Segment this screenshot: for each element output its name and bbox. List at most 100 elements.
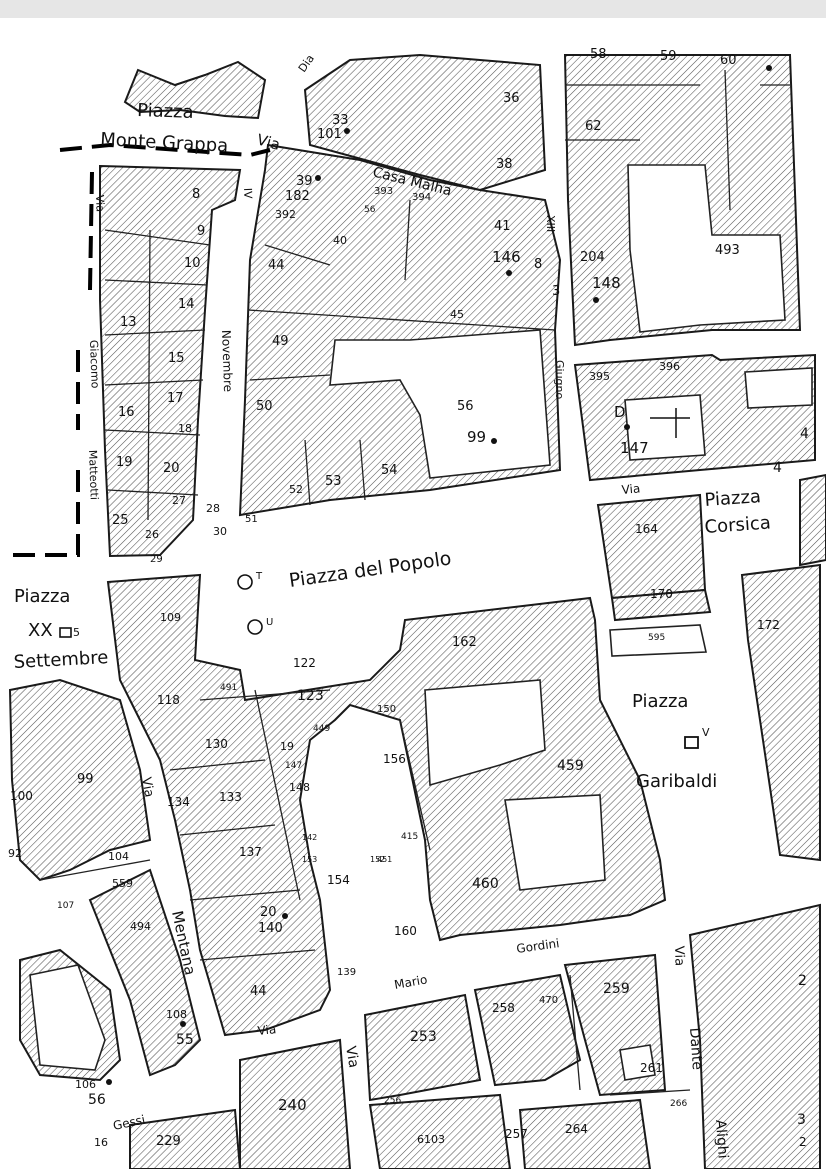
- parcel-label: 92: [8, 847, 22, 860]
- markers: [59, 65, 772, 1085]
- block-monte-grappa: [123, 60, 267, 120]
- parcel-label: 52: [289, 483, 303, 496]
- label-via-left: Via: [93, 195, 107, 213]
- label-xx: XX: [28, 620, 53, 641]
- block-253: [363, 993, 482, 1102]
- parcel-label: 259: [603, 981, 630, 997]
- parcel-label: 156: [383, 752, 406, 766]
- parcel-label: 16: [118, 405, 135, 420]
- parcel-label: 41: [494, 219, 511, 234]
- block-north: [303, 53, 547, 192]
- parcel-label: 122: [293, 656, 316, 670]
- parcel-label: 160: [394, 924, 417, 938]
- label-via-top: Via: [255, 130, 282, 153]
- parcel-label: 50: [256, 399, 273, 414]
- parcel-label: 204: [580, 250, 605, 265]
- parcel-label: 494: [130, 920, 151, 933]
- parcel-label: 415: [401, 832, 418, 842]
- block-164: [596, 493, 707, 600]
- parcel-lines: [39, 69, 790, 1096]
- parcel-label: 14: [178, 297, 195, 312]
- block-170: [610, 588, 712, 622]
- parcel-label: 150: [377, 704, 396, 715]
- parcel-label: 5: [73, 626, 80, 639]
- parcel-label: 51: [245, 514, 258, 525]
- parcel-label: 491: [220, 683, 237, 693]
- parcel-label: 20: [163, 461, 180, 476]
- parcel-label: 393: [374, 186, 393, 197]
- parcel-label: 182: [285, 189, 310, 204]
- marker-garibaldi: [684, 736, 699, 749]
- parcel-label: 101: [317, 127, 342, 142]
- label-xiii: XIII: [544, 215, 557, 232]
- parcel-label: 38: [496, 157, 513, 172]
- parcel-label: 134: [167, 795, 190, 809]
- parcel-label: 394: [412, 192, 431, 203]
- parcel-label: 257: [505, 1127, 528, 1141]
- parcel-label: 62: [585, 119, 602, 134]
- parcel-label: 133: [219, 790, 242, 804]
- parcel-label: 44: [268, 258, 285, 273]
- marker-t: [237, 574, 253, 590]
- parcel-label: 140: [258, 921, 283, 936]
- label-piazza-corsica: Piazza: [704, 486, 762, 511]
- parcel-label: 4: [773, 460, 782, 476]
- parcel-label: 253: [410, 1029, 437, 1045]
- parcel-label: 100: [10, 789, 33, 803]
- label-dante: Dante: [686, 1027, 705, 1070]
- parcel-label: 2: [799, 1135, 807, 1149]
- parcel-label: 148: [592, 274, 621, 292]
- parcel-label: 118: [157, 693, 180, 707]
- label-matteotti: Matteotti: [86, 450, 101, 500]
- block-99: [8, 678, 152, 882]
- parcel-label: 53: [325, 474, 342, 489]
- label-mario: Mario: [393, 972, 428, 992]
- label-piazza-xx: Piazza: [14, 586, 70, 607]
- parcel-label: 152: [370, 855, 385, 864]
- parcel-label: 19: [116, 455, 133, 470]
- scan-edge: [0, 0, 826, 18]
- block-256: [368, 1093, 512, 1169]
- parcel-label: 2: [798, 973, 807, 989]
- parcel-label: 56: [364, 205, 376, 215]
- label-giacomo: Giacomo: [87, 340, 102, 389]
- parcel-label: 142: [302, 833, 317, 842]
- parcel-label: 108: [166, 1008, 187, 1021]
- parcel-label: 39: [296, 174, 313, 189]
- parcel-label: 99: [77, 772, 94, 787]
- parcel-label: 470: [539, 995, 558, 1006]
- parcel-label: 147: [620, 439, 649, 457]
- parcel-label: 172: [757, 618, 780, 632]
- parcel-label: 6103: [417, 1133, 445, 1146]
- marker-u: [247, 619, 263, 635]
- parcel-label: 229: [156, 1134, 181, 1149]
- parcel-label: 33: [332, 113, 349, 128]
- parcel-label: 18: [178, 422, 192, 435]
- block-edge-east: [799, 473, 826, 567]
- label-piazza-del-popolo: Piazza del Popolo: [288, 547, 453, 592]
- parcel-label: 10: [184, 256, 201, 271]
- label-piazza-garibaldi: Piazza: [632, 691, 688, 712]
- parcel-label: 451: [377, 855, 392, 864]
- parcel-label: 264: [565, 1122, 588, 1136]
- parcel-label: 60: [720, 53, 737, 68]
- label-gessi: Gessi: [112, 1112, 147, 1132]
- marker-xx: [59, 627, 72, 638]
- parcel-label: 49: [272, 334, 289, 349]
- label-dia: Dia: [296, 52, 317, 74]
- parcel-label: 147: [285, 761, 302, 771]
- parcel-label: 25: [112, 513, 129, 528]
- parcel-label: 9: [197, 224, 205, 239]
- parcel-label: 59: [660, 49, 677, 64]
- parcel-label: 8: [192, 187, 200, 202]
- parcel-label: 107: [57, 901, 74, 911]
- block-264: [518, 1098, 652, 1169]
- marker-letters: T U V: [255, 571, 710, 739]
- parcel-label: 3: [552, 284, 560, 299]
- block-258: [473, 973, 582, 1087]
- parcel-label: 137: [239, 845, 262, 859]
- parcel-label: 30: [213, 525, 227, 538]
- parcel-label: 148: [289, 781, 310, 794]
